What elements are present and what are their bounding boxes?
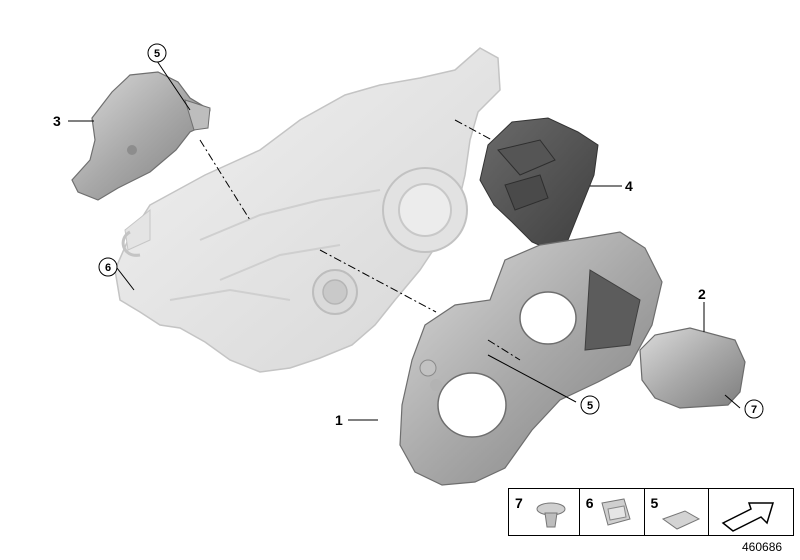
heat-shield-upper [71, 71, 211, 201]
ref-number: 5 [154, 48, 160, 60]
transmission-housing [114, 47, 501, 373]
push-clip-icon [536, 502, 566, 528]
legend-cell-6: 6 [580, 489, 645, 535]
ref-circle-5-top: 5 [147, 43, 167, 63]
legend-cell-arrow [709, 489, 793, 535]
ref-circle-6-left: 6 [98, 257, 118, 277]
ref-circle-7-right: 7 [744, 399, 764, 419]
clamp-clip-icon [601, 498, 631, 526]
ref-circle-5-mid: 5 [580, 395, 600, 415]
legend-cell-5: 5 [645, 489, 710, 535]
flat-clip-icon [661, 510, 700, 530]
bracket-dark [479, 117, 599, 251]
ref-number: 6 [105, 262, 111, 274]
ref-number: 5 [587, 400, 593, 412]
heat-shield-main [399, 231, 663, 486]
legend-label-7: 7 [515, 495, 523, 511]
legend-label-6: 6 [585, 495, 594, 511]
parts-legend: 7 6 5 [508, 488, 794, 536]
ref-number: 7 [751, 404, 757, 416]
direction-arrow-icon [721, 502, 775, 532]
callout-part-2: 2 [698, 286, 706, 302]
callout-part-3: 3 [53, 113, 61, 129]
callout-part-1: 1 [335, 412, 343, 428]
leader-lines [68, 60, 741, 421]
heat-shield-small [639, 327, 746, 409]
legend-label-5: 5 [650, 495, 659, 511]
document-number: 460686 [742, 540, 783, 554]
legend-cell-7: 7 [509, 489, 580, 535]
callout-part-4: 4 [625, 178, 633, 194]
